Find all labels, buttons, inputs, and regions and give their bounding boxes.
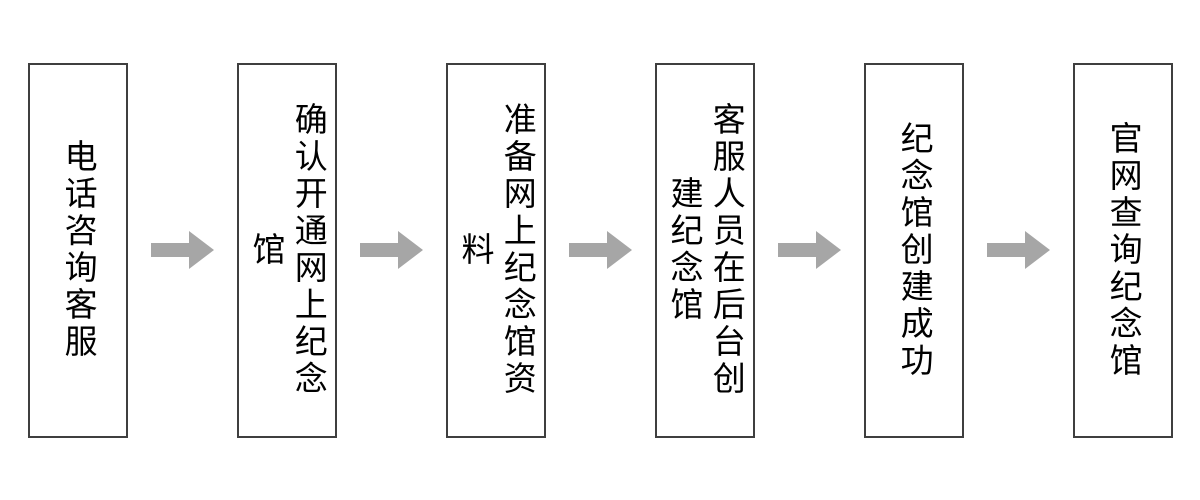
- arrow-right-icon: [360, 231, 423, 269]
- process-node-step-1[interactable]: 电话咨询客服: [28, 62, 128, 438]
- arrow-right-icon: [151, 231, 214, 269]
- process-node-step-6[interactable]: 官网查询纪念馆: [1073, 62, 1173, 438]
- connector-arrow-2: [337, 227, 446, 273]
- connector-arrow-4: [755, 227, 864, 273]
- arrow-right-icon: [778, 231, 841, 269]
- connector-arrow-3: [546, 227, 655, 273]
- process-node-label: 客服人员在后台创建纪念馆: [665, 102, 747, 398]
- connector-arrow-1: [128, 227, 237, 273]
- process-node-step-4[interactable]: 客服人员在后台创建纪念馆: [655, 62, 755, 438]
- process-node-label: 准备网上纪念馆资料: [456, 102, 538, 398]
- connector-arrow-5: [964, 227, 1073, 273]
- process-node-step-3[interactable]: 准备网上纪念馆资料: [446, 62, 546, 438]
- arrow-right-icon: [987, 231, 1050, 269]
- process-node-step-5[interactable]: 纪念馆创建成功: [864, 62, 964, 438]
- process-node-label: 确认开通网上纪念馆: [247, 102, 329, 398]
- process-node-label: 官网查询纪念馆: [1104, 120, 1144, 380]
- process-node-label: 电话咨询客服: [59, 139, 99, 361]
- process-node-label: 纪念馆创建成功: [895, 120, 935, 380]
- process-node-step-2[interactable]: 确认开通网上纪念馆: [237, 62, 337, 438]
- arrow-right-icon: [569, 231, 632, 269]
